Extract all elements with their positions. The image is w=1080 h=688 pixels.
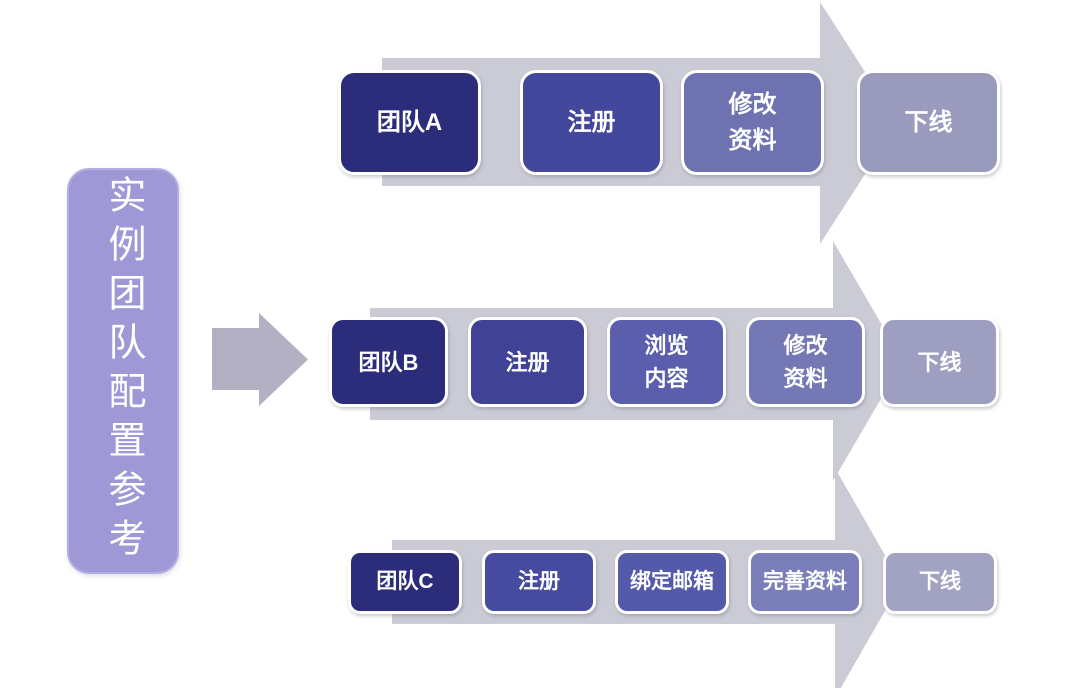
diagram-title: 实例团队配置参考 [102,175,144,567]
flow-step-team-c: 团队C [348,550,462,614]
right-arrow-icon-head [259,313,308,406]
flow-step-browse-content: 浏览 内容 [607,317,726,407]
flow-step-team-a: 团队A [338,70,481,175]
flow-step-offline: 下线 [880,317,999,407]
title-panel: 实例团队配置参考 [67,168,179,574]
flow-step-register: 注册 [468,317,587,407]
right-arrow-icon [212,328,259,390]
flow-step-edit-profile: 修改 资料 [746,317,865,407]
flow-step-offline: 下线 [883,550,997,614]
flow-step-offline: 下线 [857,70,1000,175]
flow-step-register: 注册 [482,550,596,614]
flow-step-register: 注册 [520,70,663,175]
flow-step-team-b: 团队B [329,317,448,407]
flow-step-bind-email: 绑定邮箱 [615,550,729,614]
flow-step-complete-profile: 完善资料 [748,550,862,614]
flow-step-edit-profile: 修改 资料 [681,70,824,175]
